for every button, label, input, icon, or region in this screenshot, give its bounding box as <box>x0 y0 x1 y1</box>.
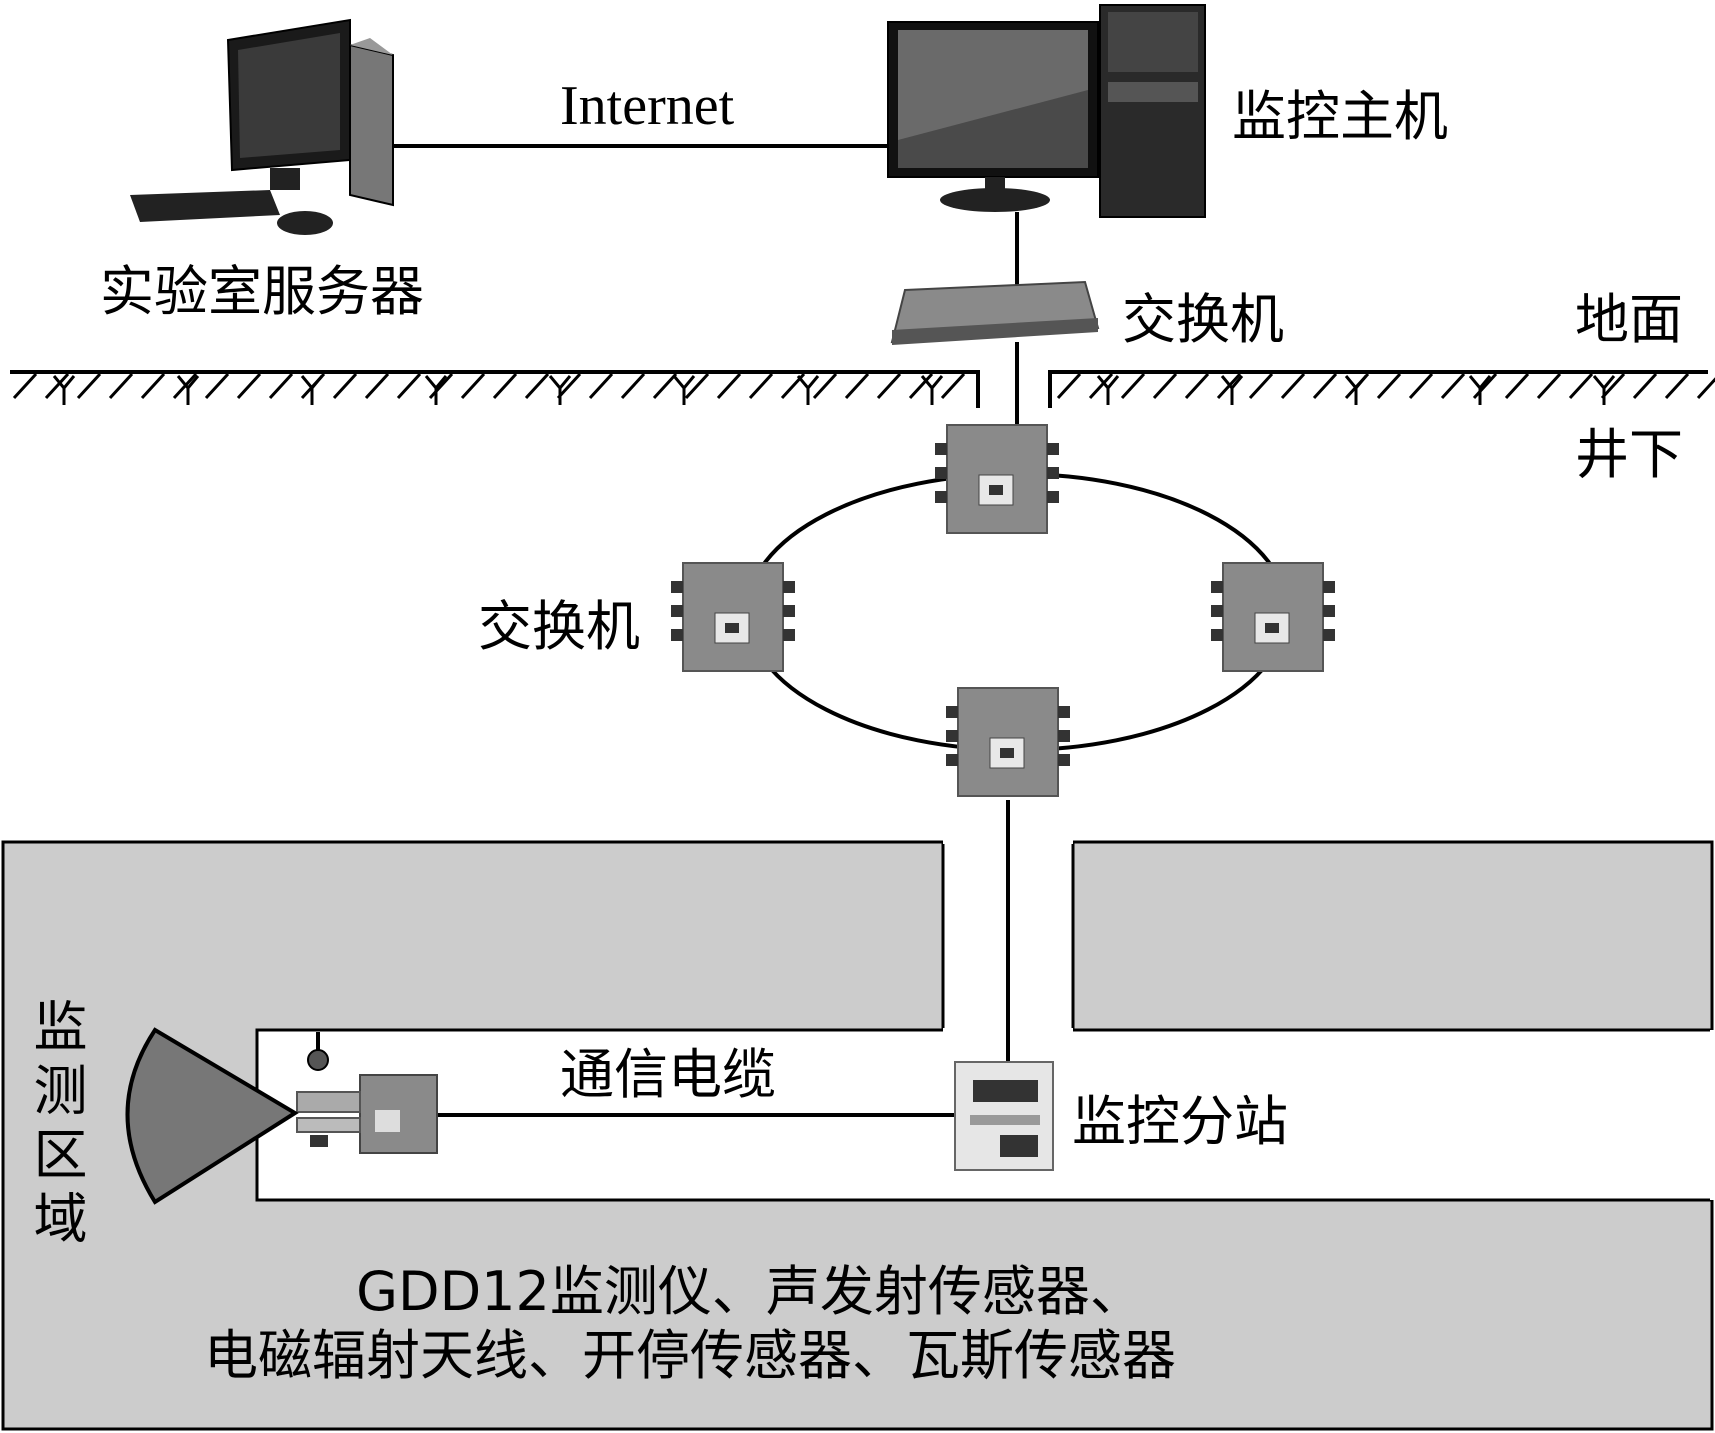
monitoring-area-label: 监测区域 <box>24 998 87 1254</box>
ground-hatch <box>460 372 486 400</box>
ground-hatch <box>140 372 166 400</box>
ground-root-mark <box>52 375 76 405</box>
ground-hatch <box>204 372 230 400</box>
ground-root-mark <box>1220 375 1244 405</box>
ground-hatch <box>1664 372 1690 400</box>
ring-switch-label: 交换机 <box>478 595 640 658</box>
monitor-host-icon <box>887 4 1206 218</box>
ground-root-mark <box>548 375 572 405</box>
ground-label: 地面 <box>1575 288 1683 351</box>
ground-hatch <box>364 372 390 400</box>
ground-hatch <box>748 372 774 400</box>
internet-label: Internet <box>560 75 735 137</box>
ground-hatch <box>652 372 678 400</box>
ground-hatch <box>12 372 38 400</box>
ground-root-mark <box>300 375 324 405</box>
ground-hatch <box>1536 372 1562 400</box>
detection-zone <box>125 1027 299 1205</box>
underground-switches <box>671 424 1335 797</box>
ground-root-mark <box>424 375 448 405</box>
sensor-list-line1: GDD12监测仪、声发射传感器、 <box>356 1260 1144 1323</box>
ring-switch-top <box>935 424 1059 534</box>
ground-hatch <box>620 372 646 400</box>
ground-hatch <box>1120 372 1146 400</box>
ground-hatch <box>1440 372 1466 400</box>
ground-hatch <box>1568 372 1594 400</box>
monitor-substation-label: 监控分站 <box>1072 1090 1288 1153</box>
ring-switch-right <box>1211 562 1335 672</box>
ground-hatch <box>268 372 294 400</box>
underground-label: 井下 <box>1575 423 1683 486</box>
ground-hatch <box>684 372 710 400</box>
ground-hatch <box>1696 377 1715 400</box>
comm-cable-label: 通信电缆 <box>560 1043 776 1106</box>
ground-root-mark <box>176 375 200 405</box>
ground-hatch <box>1088 372 1114 400</box>
ground-root-mark <box>796 375 820 405</box>
ground-hatch <box>716 372 742 400</box>
ground-hatch <box>332 372 358 400</box>
ring-switch-bottom <box>946 687 1070 797</box>
ground-hatch <box>1248 372 1274 400</box>
ground-hatch <box>396 372 422 400</box>
ground-hatch <box>44 372 70 400</box>
ground-hatch <box>1376 372 1402 400</box>
ground-root-mark <box>1592 375 1616 405</box>
tunnel-area <box>1 840 1714 1431</box>
ground-hatch <box>1632 372 1658 400</box>
ground-hatch <box>1152 372 1178 400</box>
ground-hatch <box>1408 372 1434 400</box>
surface-switch-label: 交换机 <box>1122 288 1284 351</box>
ground-hatch <box>908 372 934 400</box>
ground-hatch <box>1056 372 1082 400</box>
ground-hatch <box>76 372 102 400</box>
monitor-substation-icon <box>954 1061 1054 1171</box>
ring-switch-left <box>671 562 795 672</box>
ground-root-mark <box>1096 375 1120 405</box>
ground-hatch <box>1312 372 1338 400</box>
ground-hatch <box>428 372 454 400</box>
ground-root-mark <box>672 375 696 405</box>
monitor-host-label: 监控主机 <box>1232 85 1448 148</box>
ground-root-mark <box>1468 375 1492 405</box>
ground-root-mark <box>1344 375 1368 405</box>
ground-hatch <box>108 372 134 400</box>
ground-hatch <box>1504 372 1530 400</box>
ground-hatch <box>940 372 966 400</box>
ground-hatch <box>1600 372 1626 400</box>
ground-hatch <box>236 372 262 400</box>
ground-hatch <box>812 372 838 400</box>
ground-hatch <box>588 372 614 400</box>
lab-server-icon <box>130 18 394 235</box>
gdd12-monitor-device <box>296 1049 438 1154</box>
lab-server-label: 实验室服务器 <box>100 260 424 323</box>
ground-hatch <box>1280 372 1306 400</box>
ground-hatch <box>1472 372 1498 400</box>
ground-hatch <box>524 372 550 400</box>
ground-hatch <box>492 372 518 400</box>
ground-root-mark <box>920 375 944 405</box>
ground-surface <box>10 370 1715 408</box>
ground-hatch <box>556 372 582 400</box>
ground-hatch <box>844 372 870 400</box>
ground-hatch <box>876 372 902 400</box>
ground-hatch <box>1184 372 1210 400</box>
surface-switch-icon <box>890 280 1100 345</box>
sensor-list-line2: 电磁辐射天线、开停传感器、瓦斯传感器 <box>204 1324 1176 1387</box>
